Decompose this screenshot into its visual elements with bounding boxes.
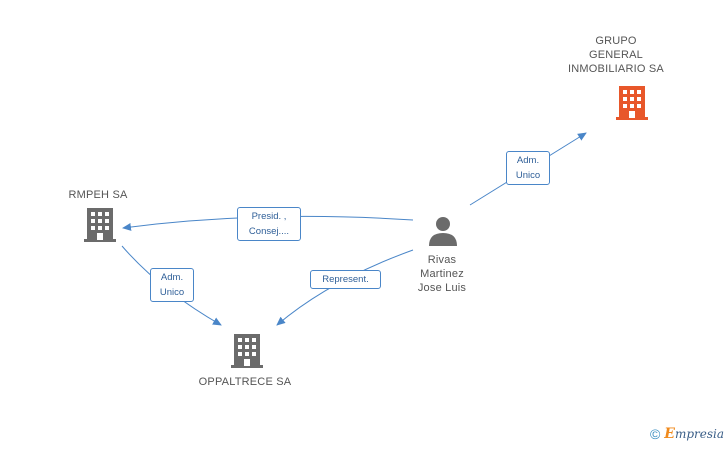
node-label-grupo[interactable]: GRUPO GENERAL INMOBILIARIO SA <box>568 35 664 75</box>
building-icon[interactable] <box>231 334 263 368</box>
node-label-rmpeh[interactable]: RMPEH SA <box>68 189 128 201</box>
brand-initial: E <box>664 426 675 442</box>
edge-label-rivas-grupo: Adm. Unico <box>506 151 550 185</box>
person-icon[interactable] <box>428 216 458 246</box>
edge-label-rivas-oppaltrece: Represent. <box>310 270 381 289</box>
copyright-symbol: © <box>649 426 661 442</box>
building-icon[interactable] <box>84 208 116 242</box>
building-icon[interactable] <box>616 86 648 120</box>
node-label-oppaltrece[interactable]: OPPALTRECE SA <box>198 376 292 388</box>
edge-label-rmpeh-oppaltrece: Adm. Unico <box>150 268 194 302</box>
node-label-rivas[interactable]: Rivas Martinez Jose Luis <box>417 254 467 294</box>
edge-label-rivas-rmpeh: Presid. , Consej.... <box>237 207 301 241</box>
brand-name: mpresia <box>674 427 724 441</box>
